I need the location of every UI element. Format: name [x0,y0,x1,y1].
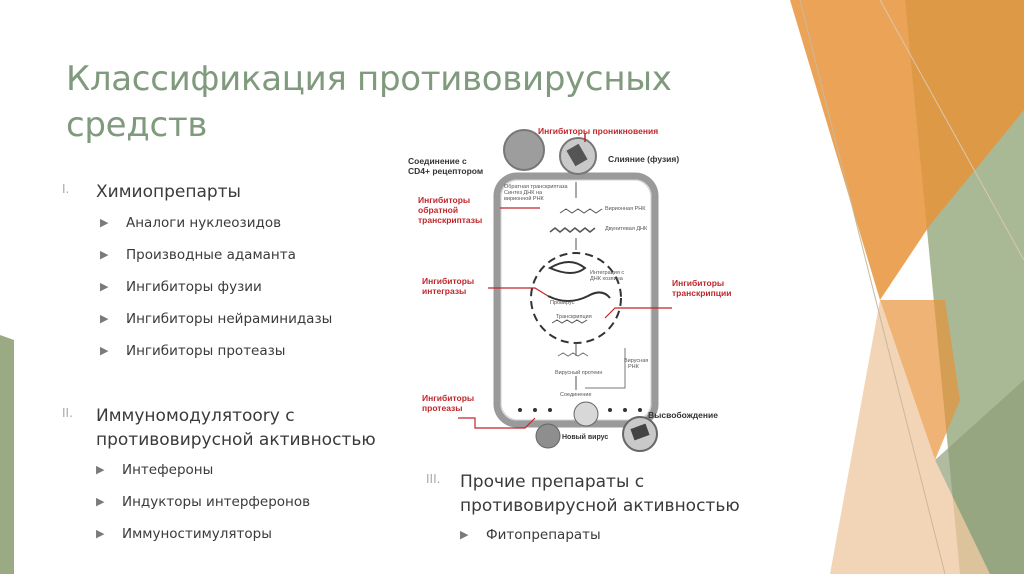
transcription-inhibitor-label-1: Ингибиторы [672,278,725,288]
list-item: ▶ Фитопрепараты [460,527,601,559]
membrane-dots [518,408,642,412]
budding-virus-icon [573,401,599,427]
virion-rna-label: Вирионная РНК [605,206,646,212]
protease-inhibitor-label-2: протеазы [422,403,463,413]
transcription-wave [551,319,588,324]
new-virus-label: Новый вирус [562,434,609,441]
bullet-arrow-icon: ▶ [96,463,105,476]
viral-protein-label: Вирусный протеин [555,370,603,376]
release-label: Высвобождение [648,410,718,420]
section-number: I. [62,182,70,196]
rt-inhibitor-label-2: обратной [418,205,459,215]
thin-line-1 [799,0,946,574]
section-heading: Химиопрепарты [96,182,241,202]
section-1-list: ▶ Аналоги нуклеозидов ▶ Производные адаман… [100,215,332,375]
protease-inhibitor-label-1: Ингибиторы [422,393,475,403]
section-2-list: ▶ Интефероны ▶ Индукторы интерферонов ▶ Имм… [96,462,310,558]
bullet-arrow-icon: ▶ [96,527,105,540]
list-item-text: Ингибиторы нейраминидазы [126,311,333,327]
rna-wave [559,208,603,214]
provirus-label: Провирус [550,300,575,306]
viral-rna-label-2: РНК [628,364,639,370]
list-item: ▶ Иммуностимуляторы [96,526,310,558]
return-path [585,348,626,389]
integrase-inhibitor-label-1: Ингибиторы [422,276,475,286]
new-virus-icon [535,423,561,449]
provirus-dna [547,291,611,302]
green-shape-bottom [935,380,1024,574]
rt-small-3: вирионной РНК [504,196,544,202]
bullet-arrow-icon: ▶ [100,248,109,261]
fusion-label: Слияние (фузия) [608,154,680,164]
dna-wave [549,227,596,233]
transcription-inhibitor-label-2: транскрипции [672,288,732,298]
list-item-text: Производные адаманта [126,247,296,263]
transcription-label: Транскрипция [556,314,592,320]
integration-label-2: ДНК хозяина [590,276,623,282]
hiv-lifecycle-diagram: Ингибиторы проникновения Соединение с CD… [400,118,760,458]
host-dna [547,261,587,274]
list-item: ▶ Производные адаманта [100,247,332,279]
bullet-arrow-icon: ▶ [460,528,469,541]
section-heading-line2: противовирусной активностью [96,430,376,450]
diagram-graphics [458,129,672,452]
cd4-label-line1: Соединение с [408,156,467,166]
list-item-text: Фитопрепараты [486,527,601,543]
rt-small-2: Синтез ДНК на [504,190,543,196]
list-item: ▶ Ингибиторы протеазы [100,343,332,375]
bullet-arrow-icon: ▶ [96,495,105,508]
assembly-label: Соединение [560,392,592,398]
virus-left-icon [503,129,545,171]
integration-label-1: Интеграция с [590,270,625,276]
integrase-inhibitor-label-2: интегразы [422,286,467,296]
orange-triangle-top [790,0,1024,300]
list-item: ▶ Аналоги нуклеозидов [100,215,332,247]
bullet-arrow-icon: ▶ [100,216,109,229]
transcription-inhibitor-line [604,307,672,319]
section-2: II. Иммуномодулятоory с противовирусной … [62,404,376,452]
bullet-arrow-icon: ▶ [100,312,109,325]
virus-core-icon [566,143,588,167]
protease-inhibitor-line [458,417,536,429]
ds-dna-label: Двунитевая ДНК [605,226,648,232]
orange-shape-mid [880,300,960,460]
rt-inhibitor-label-1: Ингибиторы [418,195,471,205]
bullet-arrow-icon: ▶ [100,280,109,293]
section-3: III. Прочие препараты с противовирусной … [426,470,740,518]
integrase-inhibitor-line [488,287,549,297]
thin-line-2 [879,0,1024,261]
list-item-text: Иммуностимуляторы [122,526,272,542]
rt-inhibitor-label-3: транскриптазы [418,215,483,225]
section-3-list: ▶ Фитопрепараты [460,527,601,559]
section-number: III. [426,472,441,486]
list-item-text: Индукторы интерферонов [122,494,311,510]
list-item: ▶ Интефероны [96,462,310,494]
list-item: ▶ Ингибиторы фузии [100,279,332,311]
list-item-text: Аналоги нуклеозидов [126,215,282,231]
cd4-label-line2: CD4+ рецептором [408,166,484,176]
green-band-left [0,335,14,574]
viral-rna-label-1: Вирусная [624,358,649,364]
bullet-arrow-icon: ▶ [100,344,109,357]
list-item-text: Ингибиторы протеазы [126,343,286,359]
rt-small-1: Обратная транскриптаза [504,184,568,190]
entry-inhibitors-label: Ингибиторы проникновения [538,126,659,136]
section-1: I. Химиопрепарты [62,180,241,204]
released-virus-core-icon [630,423,650,441]
viral-rna-wave [557,352,589,357]
list-item-text: Ингибиторы фузии [126,279,262,295]
list-item: ▶ Ингибиторы нейраминидазы [100,311,332,343]
section-heading-line2: противовирусной активностью [460,496,740,516]
cell-membrane [493,172,659,428]
nucleus [530,252,622,344]
list-item: ▶ Индукторы интерферонов [96,494,310,526]
slide-title: Классификация противовирусных средств [66,59,672,145]
list-item-text: Интефероны [122,462,214,478]
section-number: II. [62,406,73,420]
section-heading-line1: Иммуномодулятоory с [96,406,295,426]
section-heading-line1: Прочие препараты с [460,472,645,492]
